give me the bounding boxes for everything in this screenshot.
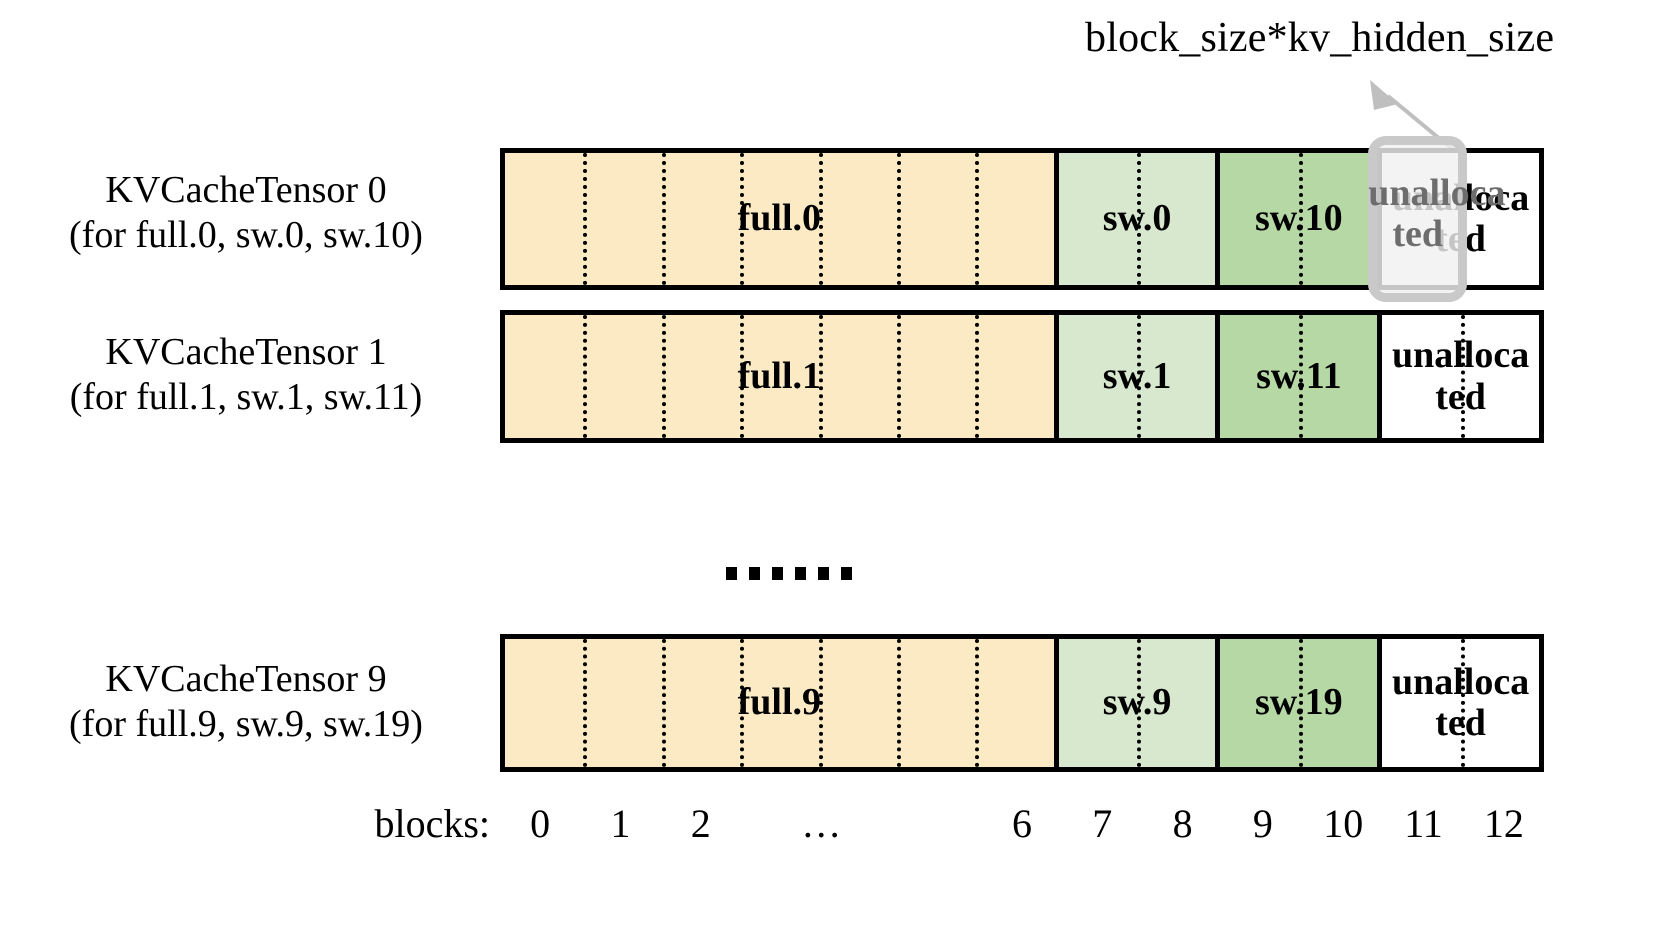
ellipsis-dot xyxy=(726,567,737,580)
segment-label: unalloca ted xyxy=(1391,334,1530,418)
block-divider xyxy=(661,153,666,285)
ellipsis-dot xyxy=(818,567,829,580)
block-divider xyxy=(818,153,823,285)
axis-caption: blocks: xyxy=(374,801,490,846)
vertical-ellipsis xyxy=(726,567,852,580)
segment-label: sw.9 xyxy=(1102,681,1172,724)
block-divider xyxy=(1298,639,1303,767)
block-divider xyxy=(975,315,980,438)
row-label-kvcachetensor-0: KVCacheTensor 0 (for full.0, sw.0, sw.10… xyxy=(0,168,492,258)
axis-tick-10: 10 xyxy=(1323,801,1364,846)
block-divider xyxy=(740,153,745,285)
block-divider xyxy=(740,315,745,438)
row-label-line1: KVCacheTensor 9 xyxy=(105,658,387,700)
tensor-segment-unallocated[interactable]: unalloca ted xyxy=(1377,639,1539,767)
axis-tick-6: 6 xyxy=(1012,801,1032,846)
row-label-line1: KVCacheTensor 0 xyxy=(105,169,387,211)
row-label-line2: (for full.0, sw.0, sw.10) xyxy=(69,213,423,256)
ellipsis-dot xyxy=(749,567,760,580)
row-label-line2: (for full.9, sw.9, sw.19) xyxy=(69,702,423,745)
tensor-segment-full.0[interactable]: full.0 xyxy=(505,153,1054,285)
block-divider xyxy=(1460,315,1465,438)
tensor-row[interactable]: full.1 sw.1 sw.11 unalloca ted xyxy=(500,310,1544,443)
block-divider xyxy=(818,639,823,767)
leader-arrow-icon xyxy=(1370,80,1460,156)
axis-tick-2: 2 xyxy=(690,801,711,846)
axis-tick-…: … xyxy=(801,801,842,846)
segment-label: full.1 xyxy=(737,354,822,397)
tensor-segment-sw.11[interactable]: sw.11 xyxy=(1215,315,1378,438)
block-divider xyxy=(1298,315,1303,438)
axis-tick-8: 8 xyxy=(1172,801,1193,846)
block-divider xyxy=(1137,639,1142,767)
block-divider xyxy=(1137,315,1142,438)
segment-label: full.0 xyxy=(737,197,822,240)
block-divider xyxy=(583,153,588,285)
segment-label: sw.11 xyxy=(1256,354,1342,397)
block-divider xyxy=(975,153,980,285)
tensor-segment-sw.19[interactable]: sw.19 xyxy=(1215,639,1378,767)
tensor-segment-sw.9[interactable]: sw.9 xyxy=(1053,639,1216,767)
tensor-segment-sw.0[interactable]: sw.0 xyxy=(1053,153,1216,285)
block-divider xyxy=(896,639,901,767)
block-size-annotation-label: block_size*kv_hidden_size xyxy=(1085,15,1555,61)
block-divider xyxy=(975,639,980,767)
block-divider xyxy=(661,315,666,438)
segment-label: unalloca ted xyxy=(1391,660,1530,744)
axis-tick-12: 12 xyxy=(1483,801,1524,846)
segment-label: full.9 xyxy=(737,681,822,724)
tensor-segment-unallocated[interactable]: unalloca ted xyxy=(1377,153,1539,285)
block-divider xyxy=(1137,153,1142,285)
segment-label: sw.1 xyxy=(1102,354,1172,397)
ellipsis-dot xyxy=(795,567,806,580)
tensor-segment-full.1[interactable]: full.1 xyxy=(505,315,1054,438)
axis-tick-9: 9 xyxy=(1252,801,1273,846)
block-divider xyxy=(896,153,901,285)
axis-tick-7: 7 xyxy=(1092,801,1113,846)
row-label-kvcachetensor-1: KVCacheTensor 1 (for full.1, sw.1, sw.11… xyxy=(0,330,492,420)
block-divider xyxy=(661,639,666,767)
axis-tick-11: 11 xyxy=(1404,801,1443,846)
block-divider xyxy=(896,315,901,438)
block-divider xyxy=(1460,639,1465,767)
block-divider xyxy=(583,315,588,438)
ellipsis-dot xyxy=(772,567,783,580)
segment-label: sw.0 xyxy=(1102,197,1172,240)
segment-label: unalloca ted xyxy=(1391,176,1530,260)
tensor-segment-unallocated[interactable]: unalloca ted xyxy=(1377,315,1539,438)
tensor-segment-full.9[interactable]: full.9 xyxy=(505,639,1054,767)
tensor-segment-sw.1[interactable]: sw.1 xyxy=(1053,315,1216,438)
segment-label: sw.10 xyxy=(1255,197,1343,240)
axis-tick-1: 1 xyxy=(610,801,631,846)
tensor-row[interactable]: full.9 sw.9 sw.19 unalloca ted xyxy=(500,634,1544,772)
block-divider xyxy=(583,639,588,767)
block-divider xyxy=(740,639,745,767)
row-label-kvcachetensor-9: KVCacheTensor 9 (for full.9, sw.9, sw.19… xyxy=(0,657,492,747)
row-label-line1: KVCacheTensor 1 xyxy=(105,331,387,373)
tensor-row[interactable]: full.0 sw.0 sw.10 unalloca ted xyxy=(500,148,1544,290)
block-divider xyxy=(818,315,823,438)
ellipsis-dot xyxy=(841,567,852,580)
segment-label: sw.19 xyxy=(1255,681,1343,724)
axis-tick-0: 0 xyxy=(530,801,551,846)
tensor-segment-sw.10[interactable]: sw.10 xyxy=(1215,153,1378,285)
block-divider xyxy=(1298,153,1303,285)
row-label-line2: (for full.1, sw.1, sw.11) xyxy=(69,375,423,418)
